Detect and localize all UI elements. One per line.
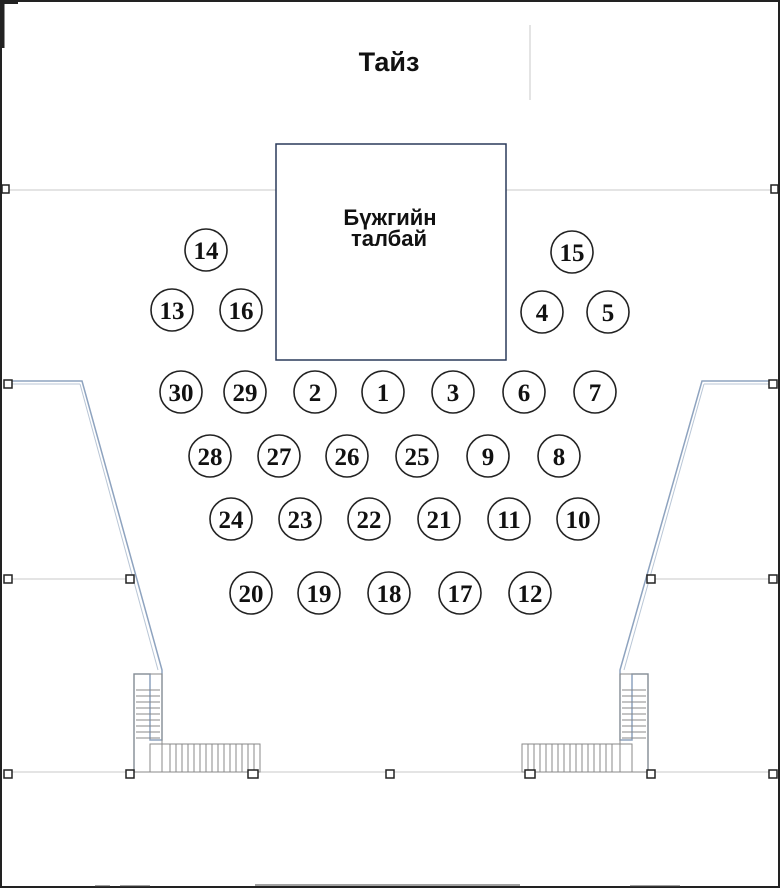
table-30[interactable]: 30 <box>159 370 203 414</box>
table-number: 9 <box>482 444 495 471</box>
table-number: 16 <box>229 298 254 325</box>
table-number: 4 <box>536 300 549 327</box>
table-26[interactable]: 26 <box>325 434 369 478</box>
table-23[interactable]: 23 <box>278 497 322 541</box>
table-number: 30 <box>169 380 194 407</box>
table-16[interactable]: 16 <box>219 288 263 332</box>
table-2[interactable]: 2 <box>293 370 337 414</box>
table-27[interactable]: 27 <box>257 434 301 478</box>
table-number: 15 <box>560 240 585 267</box>
table-1[interactable]: 1 <box>361 370 405 414</box>
table-number: 23 <box>288 507 313 534</box>
table-number: 1 <box>377 380 390 407</box>
table-22[interactable]: 22 <box>347 497 391 541</box>
table-number: 3 <box>447 380 460 407</box>
table-number: 24 <box>219 507 245 534</box>
right-balcony <box>521 380 774 773</box>
table-8[interactable]: 8 <box>537 434 581 478</box>
table-10[interactable]: 10 <box>556 497 600 541</box>
table-24[interactable]: 24 <box>209 497 253 541</box>
table-3[interactable]: 3 <box>431 370 475 414</box>
table-6[interactable]: 6 <box>502 370 546 414</box>
table-12[interactable]: 12 <box>508 571 552 615</box>
table-number: 22 <box>357 507 382 534</box>
table-5[interactable]: 5 <box>586 290 630 334</box>
left-balcony <box>6 380 261 773</box>
table-number: 12 <box>518 581 543 608</box>
table-number: 10 <box>566 507 591 534</box>
table-19[interactable]: 19 <box>297 571 341 615</box>
column-markers <box>1 184 779 779</box>
table-number: 25 <box>405 444 430 471</box>
table-number: 2 <box>309 380 322 407</box>
table-9[interactable]: 9 <box>466 434 510 478</box>
table-18[interactable]: 18 <box>367 571 411 615</box>
table-number: 21 <box>427 507 452 534</box>
table-number: 29 <box>233 380 258 407</box>
stage-label: Тайз <box>359 47 420 77</box>
table-28[interactable]: 28 <box>188 434 232 478</box>
table-25[interactable]: 25 <box>395 434 439 478</box>
table-7[interactable]: 7 <box>573 370 617 414</box>
table-number: 19 <box>307 581 332 608</box>
table-number: 27 <box>267 444 292 471</box>
dance-floor-label-line2: талбай <box>351 226 427 251</box>
table-number: 7 <box>589 380 602 407</box>
table-number: 18 <box>377 581 402 608</box>
table-14[interactable]: 14 <box>184 228 228 272</box>
bottom-edge-ticks <box>95 884 680 887</box>
table-number: 13 <box>160 298 185 325</box>
table-number: 8 <box>553 444 566 471</box>
table-20[interactable]: 20 <box>229 571 273 615</box>
table-17[interactable]: 17 <box>438 571 482 615</box>
table-4[interactable]: 4 <box>520 290 564 334</box>
table-15[interactable]: 15 <box>550 230 594 274</box>
table-number: 17 <box>448 581 473 608</box>
table-21[interactable]: 21 <box>417 497 461 541</box>
table-number: 26 <box>335 444 360 471</box>
table-11[interactable]: 11 <box>487 497 531 541</box>
table-number: 6 <box>518 380 531 407</box>
table-number: 11 <box>497 507 521 534</box>
table-13[interactable]: 13 <box>150 288 194 332</box>
dance-floor: Бүжгийн талбай <box>275 143 507 361</box>
table-number: 5 <box>602 300 615 327</box>
dance-floor-label-line1: Бүжгийн <box>343 205 436 230</box>
table-number: 28 <box>198 444 223 471</box>
table-29[interactable]: 29 <box>223 370 267 414</box>
tables: 14 15 13 16 4 5 30 29 2 1 3 6 7 28 27 26… <box>150 228 630 615</box>
table-number: 20 <box>239 581 264 608</box>
table-number: 14 <box>194 238 220 265</box>
